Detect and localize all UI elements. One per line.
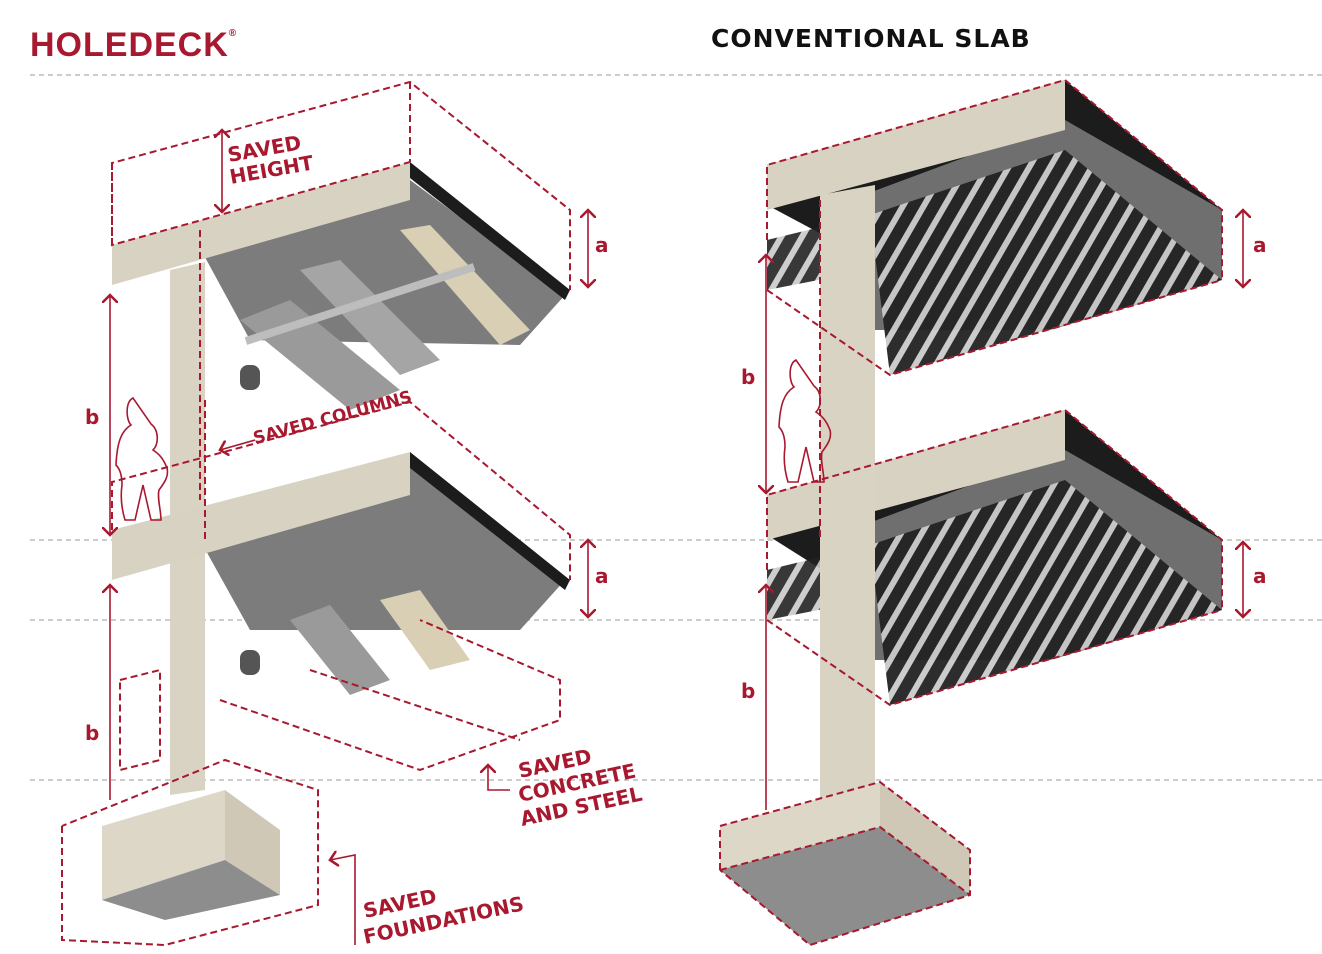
slab-dark-edge — [410, 162, 570, 300]
slab-front-face — [767, 80, 1065, 210]
foundation — [102, 790, 280, 920]
dim-b-top-right: b — [741, 365, 755, 389]
lower-envelope — [111, 400, 571, 580]
conventional-dimension-arrows — [766, 210, 1243, 810]
saved-columns-label: SAVED COLUMNS — [251, 387, 414, 449]
foundation-bottom — [720, 827, 970, 945]
dim-b-bottom-left: b — [85, 721, 99, 745]
rebar-grid — [870, 150, 1222, 375]
rib — [300, 260, 440, 375]
rib — [290, 605, 390, 695]
pipe — [240, 650, 260, 675]
logo-text: HOLEDECK — [30, 26, 229, 64]
slab-front-face — [112, 162, 410, 285]
foundation-front — [102, 790, 225, 900]
saved-concrete-arrow — [488, 765, 510, 791]
rib — [380, 590, 470, 670]
holedeck-structure — [102, 162, 570, 920]
slab-dark-edge — [410, 452, 570, 590]
saved-columns-arrow — [220, 439, 256, 450]
dim-a-bottom-right: a — [1253, 564, 1267, 588]
conventional-slab-title: CONVENTIONAL SLAB — [711, 24, 1031, 53]
dim-b-top-left: b — [85, 405, 99, 429]
conventional-structure — [720, 80, 1222, 945]
saved-concrete-box — [119, 668, 161, 772]
saved-foundation-box — [61, 758, 319, 947]
dim-a-top-left: a — [595, 233, 609, 257]
human-silhouette-left — [115, 396, 169, 521]
column — [820, 185, 875, 810]
holedeck-dashed-outlines — [61, 80, 571, 947]
conventional-lower-slab — [767, 410, 1222, 705]
foundation-bottom — [102, 860, 280, 920]
slab-front-face — [112, 452, 410, 580]
holedeck-dimension-arrows — [110, 130, 588, 945]
saved-foundations-arrow — [330, 855, 356, 945]
foundation-side — [880, 782, 970, 895]
dim-a-top-right: a — [1253, 233, 1267, 257]
rib — [400, 225, 530, 345]
slab-underside — [200, 460, 565, 630]
registered-mark: ® — [228, 28, 238, 39]
lower-slab — [112, 452, 570, 695]
upper-slab — [112, 162, 570, 410]
foundation-front — [720, 782, 880, 870]
human-silhouette-right — [778, 358, 832, 483]
conventional-foundation — [720, 782, 970, 945]
steel-bar — [244, 263, 476, 345]
dim-b-bottom-right: b — [741, 679, 755, 703]
holedeck-logo: HOLEDECK® — [30, 26, 237, 65]
conventional-upper-slab — [767, 80, 1222, 375]
pipe — [240, 365, 260, 390]
dim-a-bottom-left: a — [595, 564, 609, 588]
conventional-dashed-outlines — [719, 78, 1223, 947]
rebar-grid — [870, 480, 1222, 705]
conventional-labels: a a b b — [741, 233, 1267, 703]
